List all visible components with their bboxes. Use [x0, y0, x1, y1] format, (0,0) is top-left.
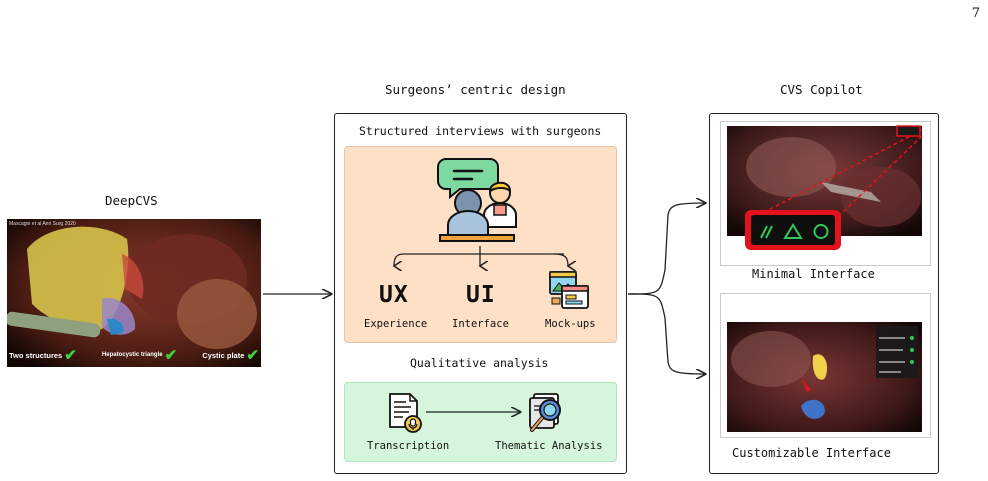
- check-icon: ✔: [64, 347, 77, 364]
- qualitative-title: Qualitative analysis: [410, 356, 549, 370]
- transcription-icon: [389, 393, 422, 433]
- minimal-interface-scene: [727, 125, 923, 250]
- interface-label: Interface: [452, 318, 509, 330]
- customizable-interface-scene: [727, 322, 922, 432]
- minimal-interface-image: [720, 121, 931, 266]
- triangle-icon: [783, 223, 803, 239]
- circle-icon: [813, 224, 829, 239]
- ux-label: UX: [379, 282, 409, 308]
- experience-label: Experience: [364, 318, 428, 330]
- deepcvs-image: Mascagni et al Ann Surg 2020 Two structu…: [7, 219, 261, 367]
- image-credit: Mascagni et al Ann Surg 2020: [9, 221, 76, 227]
- deepcvs-title: DeepCVS: [105, 193, 158, 208]
- customizable-interface-image: [720, 293, 931, 438]
- mockups-label: Mock-ups: [545, 318, 596, 330]
- design-title: Surgeons’ centric design: [385, 82, 566, 97]
- check-icon: ✔: [246, 347, 259, 364]
- customizable-interface-label: Customizable Interface: [732, 446, 891, 460]
- overlay-item-hepatocystic-triangle: Hepatocystic triangle ✔: [101, 347, 178, 364]
- copilot-title: CVS Copilot: [780, 82, 863, 97]
- transcription-label: Transcription: [367, 440, 450, 452]
- parallel-lines-icon: [760, 225, 773, 239]
- deepcvs-surgical-scene: [7, 219, 261, 367]
- thematic-analysis-icon: [529, 393, 561, 432]
- minimal-interface-label: Minimal Interface: [752, 267, 875, 281]
- ui-label: UI: [466, 282, 496, 308]
- overlay-item-two-structures: Two structures ✔: [9, 347, 77, 364]
- mockups-icon: [549, 271, 589, 309]
- page-number: 7: [971, 6, 980, 21]
- interview-output-arrows: [344, 246, 615, 341]
- transcription-to-thematic-arrow: [426, 405, 524, 419]
- overlay-item-cystic-plate: Cystic plate ✔: [202, 347, 259, 364]
- interviews-title: Structured interviews with surgeons: [359, 124, 602, 138]
- check-icon: ✔: [164, 347, 178, 364]
- surgeons-interview-icon: [437, 158, 517, 242]
- thematic-analysis-label: Thematic Analysis: [495, 440, 603, 452]
